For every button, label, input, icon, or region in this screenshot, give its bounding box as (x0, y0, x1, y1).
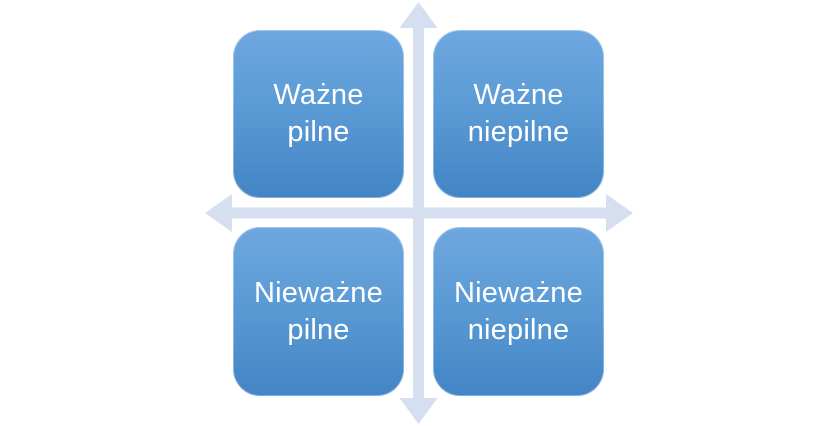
quadrant-label-line: Ważne (273, 79, 364, 111)
horizontal-axis-arrow-icon (205, 194, 633, 232)
quadrant-label-line: niepilne (467, 116, 570, 148)
quadrant-label-line: Nieważne (254, 276, 383, 309)
quadrant-label-line: pilne (287, 116, 350, 148)
quadrant-wazne-pilne: Ważne pilne (233, 30, 404, 198)
quadrant-label-line: Nieważne (454, 276, 583, 309)
quadrant-niewazne-niepilne: Nieważne niepilne (433, 227, 604, 396)
quadrant-label-line: Ważne (473, 79, 564, 111)
quadrant-label-line: niepilne (467, 313, 570, 346)
quadrant-niewazne-pilne: Nieważne pilne (233, 227, 404, 396)
quadrant-label-line: pilne (287, 313, 350, 346)
quadrant-wazne-niepilne: Ważne niepilne (433, 30, 604, 198)
